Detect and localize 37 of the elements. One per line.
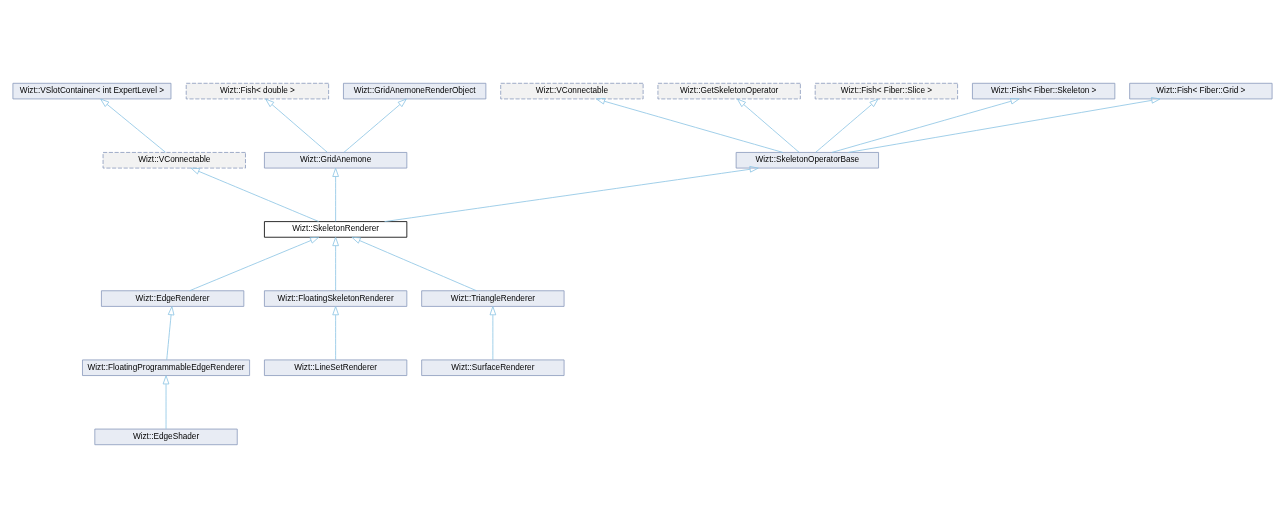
node-box: Wizt::EdgeShader [94,428,238,446]
arrow [815,98,879,153]
node-box: Wizt::Fish< Fiber::Slice > [814,82,958,100]
arrow [831,98,1020,153]
node-box: Wizt::SurfaceRenderer [421,359,565,376]
node-box: Wizt::SkeletonRenderer [264,221,408,238]
arrow [166,306,175,361]
node-box: Wizt::VSlotContainer< int ExpertLevel > [12,82,172,100]
arrow [737,98,800,153]
node-box: Wizt::SkeletonOperatorBase [735,152,879,169]
arrow [100,98,166,153]
node-box: Wizt::EdgeRenderer [101,290,245,307]
arrow [351,236,477,292]
arrow [343,98,407,153]
arrow [189,236,320,292]
node-box: Wizt::Fish< double > [185,82,330,100]
node-box: Wizt::GridAnemoneRenderObject [343,82,487,100]
node-box: Wizt::FloatingSkeletonRenderer [264,290,408,307]
node-box: Wizt::LineSetRenderer [264,359,408,376]
arrow [384,166,759,222]
node-box: Wizt::TriangleRenderer [421,290,565,307]
node-box: Wizt::FloatingProgrammableEdgeRenderer [82,359,250,376]
arrow [265,98,328,153]
arrow [847,97,1161,153]
node-box: Wizt::VConnectable [102,152,246,169]
arrow [332,306,339,361]
node-box: Wizt::Fish< Fiber::Grid > [1129,82,1273,100]
arrow [162,375,170,430]
node-box: Wizt::GetSkeletonOperator [657,82,801,100]
arrow [332,237,339,291]
arrow [190,167,320,222]
node-box: Wizt::VConnectable [500,82,644,100]
arrow [332,167,339,222]
arrow [595,98,784,153]
node-box: Wizt::Fish< Fiber::Skeleton > [972,82,1116,100]
arrow [489,306,497,361]
node-box: Wizt::GridAnemone [264,152,408,169]
